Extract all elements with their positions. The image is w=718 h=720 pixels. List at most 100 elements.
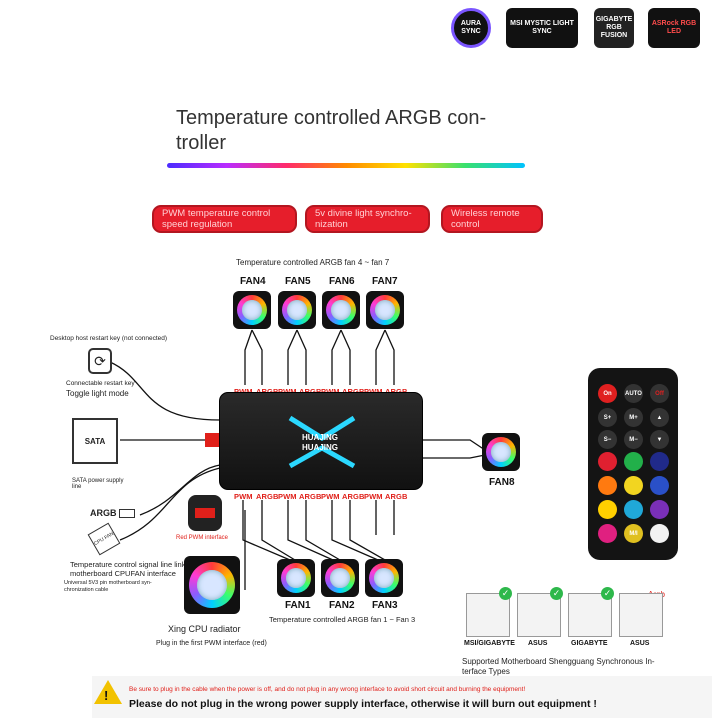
fan2-label: FAN2 [329,600,355,611]
motherboard-label: GIGABYTE [571,640,608,647]
remote-down-arrow-button[interactable]: ▼ [650,430,669,449]
fan7-label: FAN7 [372,276,398,287]
warning-icon [94,680,122,704]
port-label: ARGB [385,492,408,501]
warning-exclamation: ! [104,688,109,703]
gigabyte-rgb-fusion-logo: GIGABYTE RGB FUSION [594,8,634,48]
fan8-label: FAN8 [489,477,515,488]
argb-plug-icon [119,509,135,518]
top-fans-caption: Temperature controlled ARGB fan 4 ~ fan … [236,258,390,267]
port-label: ARGB [299,387,321,396]
port-label: PWM [278,492,297,501]
remote-mode-down-button[interactable]: M− [624,430,643,449]
fan5-icon [278,291,316,329]
fan1-label: FAN1 [285,600,311,611]
motherboard-label: MSI/GIGABYTE [464,640,515,647]
port-label: PWM [234,492,253,501]
port-label: PWM [278,387,297,396]
warning-text-2: Please do not plug in the wrong power su… [129,698,597,710]
feature-pwm-pill: PWM temperature control speed regulation [152,205,297,233]
remote-color-button[interactable] [598,500,617,519]
motherboard-label: ASUS [630,640,650,647]
temp-line-caption: Temperature control signal line link mot… [70,560,186,578]
port-label: PWM [321,492,340,501]
sata-connector-icon: SATA [72,418,118,464]
check-icon: ✓ [499,587,512,600]
controller-hub: HUAJING HUAJING [219,392,423,490]
remote-color-button[interactable] [624,452,643,471]
universal-cable-caption: Universal 5V3 pin motherboard syn-chroni… [64,580,152,593]
red-pwm-caption: Red PWM interface [176,535,229,541]
remote-color-button[interactable] [598,524,617,543]
remote-color-button[interactable] [624,500,643,519]
warning-text-1: Be sure to plug in the cable when the po… [129,686,526,693]
remote-speed-up-button[interactable]: S+ [598,408,617,427]
sata-plug-icon [205,433,219,447]
fan3-icon [365,559,403,597]
page-title: Temperature controlled ARGB con- troller [176,107,487,154]
remote-auto-button[interactable]: AUTO [624,384,643,403]
restart-button-icon: ⟳ [88,348,112,374]
motherboard-label: ASUS [528,640,548,647]
remote-control: On AUTO Off S+ M+ ▲ S− M− ▼ M/I [588,368,678,560]
check-icon: ✓ [550,587,563,600]
port-label: PWM [364,492,383,501]
remote-color-button[interactable] [624,476,643,495]
hub-led-icon [257,413,387,473]
remote-color-button[interactable] [598,452,617,471]
port-label: ARGB [256,387,278,396]
fan6-label: FAN6 [329,276,355,287]
remote-up-arrow-button[interactable]: ▲ [650,408,669,427]
feature-sync-pill: 5v divine light synchro-nization [305,205,430,233]
remote-off-button[interactable]: Off [650,384,669,403]
warning-banner [92,676,712,718]
bottom-fans-caption: Temperature controlled ARGB fan 1 ~ Fan … [269,615,416,624]
port-label: ARGB [256,492,279,501]
motherboard-header-msi [466,593,510,637]
remote-mw-button[interactable]: M/I [624,524,643,543]
remote-color-button[interactable] [598,476,617,495]
fan4-label: FAN4 [240,276,266,287]
toggle-light-label: Toggle light mode [66,389,129,398]
port-label: ARGB [342,492,365,501]
fan1-icon [277,559,315,597]
sata-caption: SATA power supply line [72,478,124,490]
remote-speed-down-button[interactable]: S− [598,430,617,449]
asrock-rgb-led-logo: ASRock RGB LED [648,8,700,48]
red-pwm-plug-icon [188,495,222,531]
remote-white-button[interactable] [650,524,669,543]
msi-mystic-light-logo: MSI MYSTIC LIGHT SYNC [506,8,578,48]
hub-brand-2: HUAJING [302,443,339,452]
fan3-label: FAN3 [372,600,398,611]
motherboard-header-asus-2 [619,593,663,637]
argb-cable-label: ARGB [90,508,117,518]
check-icon: ✓ [601,587,614,600]
cpu-radiator-icon [184,556,240,614]
remote-color-button[interactable] [650,476,669,495]
motherboard-header-gigabyte [568,593,612,637]
port-label: PWM [364,387,383,396]
restart-key-caption: Desktop host restart key (not connected) [50,335,168,342]
port-label: PWM [234,387,253,396]
port-label: ARGB [385,387,407,396]
port-label: ARGB [299,492,322,501]
remote-color-button[interactable] [650,500,669,519]
motherboard-header-asus [517,593,561,637]
port-label: ARGB [342,387,364,396]
fan7-icon [366,291,404,329]
port-label: PWM [321,387,340,396]
plug-first-pwm-caption: Plug in the first PWM interface (red) [156,640,267,647]
rainbow-divider [167,163,525,168]
aura-sync-logo: AURA SYNC [451,8,491,48]
feature-remote-pill: Wireless remote control [441,205,543,233]
fan4-icon [233,291,271,329]
fan8-icon [482,433,520,471]
cpu-radiator-label: Xing CPU radiator [168,624,241,634]
hub-brand: HUAJING [302,433,339,442]
remote-color-button[interactable] [650,452,669,471]
remote-on-button[interactable]: On [598,384,617,403]
remote-mode-up-button[interactable]: M+ [624,408,643,427]
fan5-label: FAN5 [285,276,311,287]
restart-sub-caption: Connectable restart key [66,380,135,387]
